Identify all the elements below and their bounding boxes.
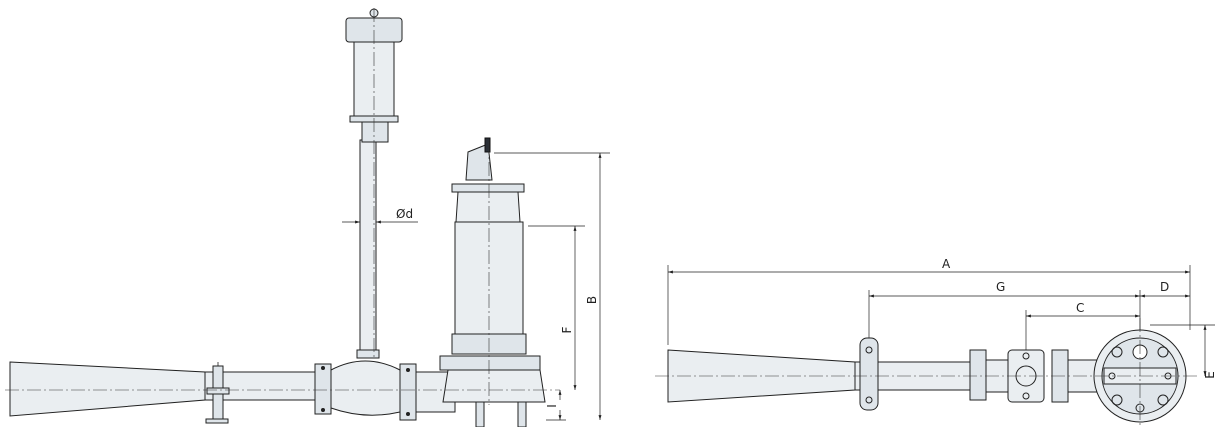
height-b-label: B bbox=[585, 296, 599, 304]
dimension-e: E bbox=[1150, 324, 1215, 379]
flange-right bbox=[399, 363, 417, 421]
pump-volute bbox=[442, 369, 546, 403]
height-f-label: F bbox=[560, 326, 574, 333]
diameter-label: Ød bbox=[396, 207, 413, 221]
pump-motor bbox=[439, 137, 546, 427]
dimension-c-label: C bbox=[1076, 301, 1084, 315]
dimension-g: G bbox=[868, 280, 1141, 338]
diameter-dimension: Ød bbox=[342, 207, 418, 224]
lifting-handle bbox=[465, 143, 493, 181]
plan-view: A G D C E bbox=[655, 257, 1215, 427]
plan-clamp bbox=[859, 337, 879, 411]
dimension-d-label: D bbox=[1160, 280, 1169, 294]
motor-top-flange bbox=[451, 183, 525, 193]
height-b-dimension: B bbox=[494, 152, 610, 420]
mixing-chamber bbox=[330, 360, 401, 416]
dimension-g-label: G bbox=[996, 280, 1005, 294]
motor-cap bbox=[455, 191, 521, 223]
flange-left bbox=[314, 363, 332, 415]
pipe-clamp bbox=[205, 362, 230, 424]
dimension-a-label: A bbox=[942, 257, 951, 271]
dimension-c: C bbox=[1025, 301, 1140, 350]
cable-gland bbox=[484, 137, 491, 153]
plan-flange-1 bbox=[969, 349, 987, 401]
air-pipe bbox=[359, 139, 377, 356]
pipe-coupling bbox=[361, 119, 389, 143]
height-f-dimension: F bbox=[528, 225, 585, 390]
side-view: Ød B F I bbox=[5, 8, 610, 427]
dimension-a: A bbox=[667, 257, 1191, 345]
dimension-d: D bbox=[1140, 280, 1190, 298]
volute-flange bbox=[439, 355, 541, 371]
ejector-cone bbox=[9, 361, 206, 417]
height-i-label: I bbox=[545, 404, 559, 408]
dimension-e-label: E bbox=[1203, 371, 1215, 379]
height-i-dimension: I bbox=[545, 390, 566, 421]
